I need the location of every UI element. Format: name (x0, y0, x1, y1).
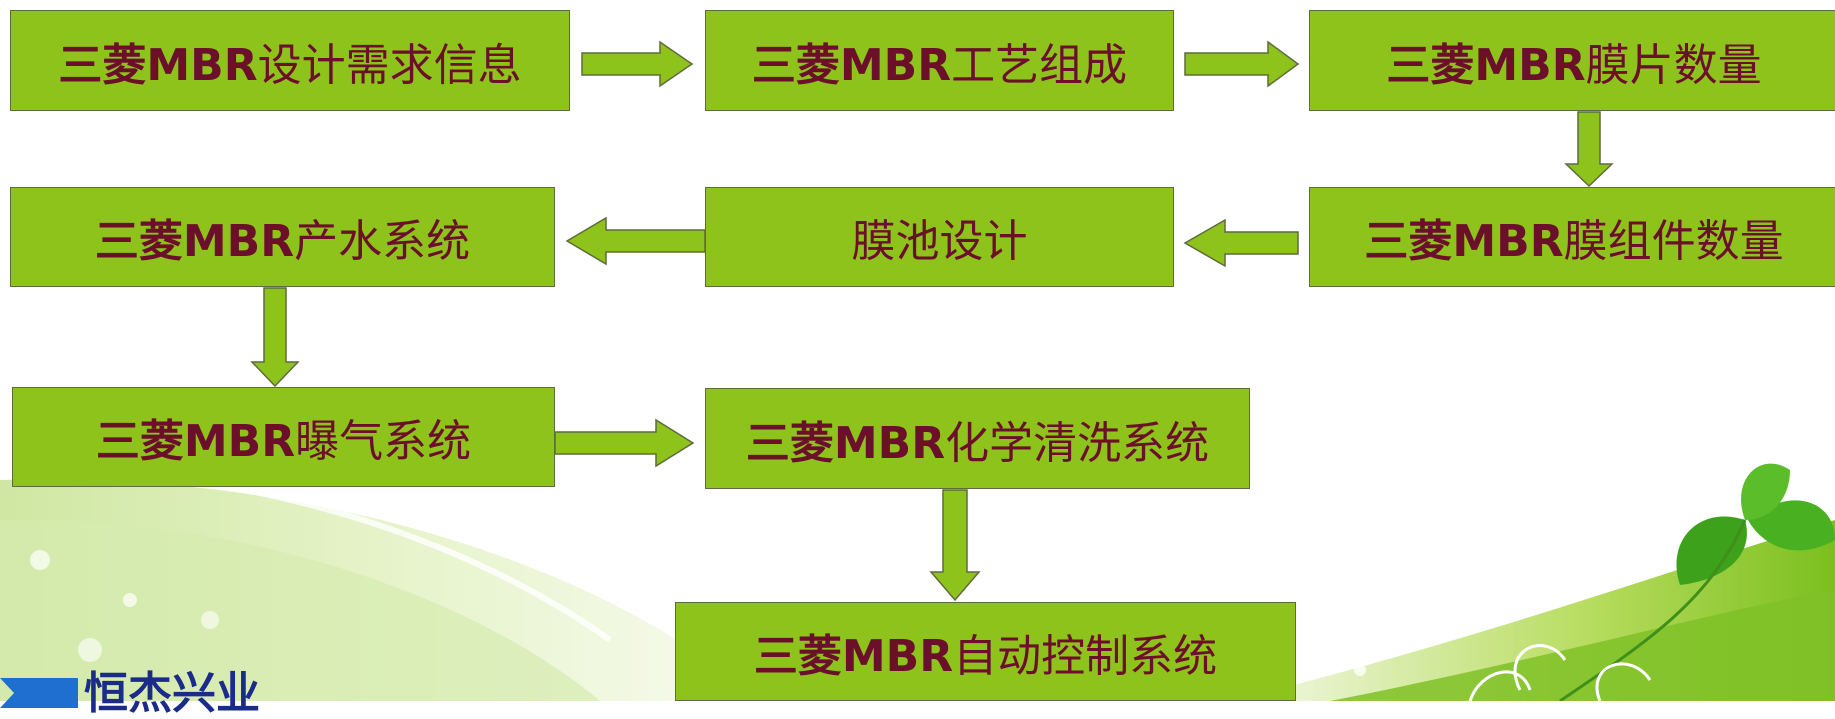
node-label: 自动控制系统 (953, 630, 1218, 682)
arrow-clean-to-control (929, 489, 981, 602)
company-logo: 恒杰兴业 (0, 672, 260, 716)
node-label: 膜池设计 (851, 216, 1028, 267)
node-tank-design: 膜池设计 (705, 187, 1174, 287)
arrow-sheet-to-module (1564, 111, 1614, 188)
node-label: 产水系统 (294, 216, 471, 267)
node-brand: 三菱MBR (58, 39, 258, 91)
node-brand: 三菱MBR (1364, 216, 1564, 267)
node-label: 膜片数量 (1585, 39, 1762, 91)
node-brand: 三菱MBR (94, 216, 295, 267)
arrow-tank-to-water (565, 216, 706, 266)
logo-mark-icon (0, 678, 78, 708)
node-label: 工艺组成 (951, 39, 1128, 91)
node-label: 化学清洗系统 (945, 417, 1210, 469)
arrow-module-to-tank (1183, 218, 1299, 268)
node-brand: 三菱MBR (745, 417, 946, 469)
node-brand: 三菱MBR (1386, 39, 1586, 91)
arrow-aeration-to-clean (554, 418, 695, 468)
node-label: 膜组件数量 (1563, 216, 1784, 267)
arrow-process-to-sheet (1184, 40, 1300, 88)
node-brand: 三菱MBR (753, 630, 954, 682)
node-brand: 三菱MBR (751, 39, 952, 91)
node-brand: 三菱MBR (95, 416, 296, 467)
node-label: 设计需求信息 (257, 39, 522, 91)
logo-text: 恒杰兴业 (84, 668, 260, 719)
node-label: 曝气系统 (295, 416, 472, 467)
arrow-water-to-aeration (250, 287, 300, 388)
arrow-design-to-process (581, 40, 694, 88)
connector-arrows (250, 40, 1614, 602)
